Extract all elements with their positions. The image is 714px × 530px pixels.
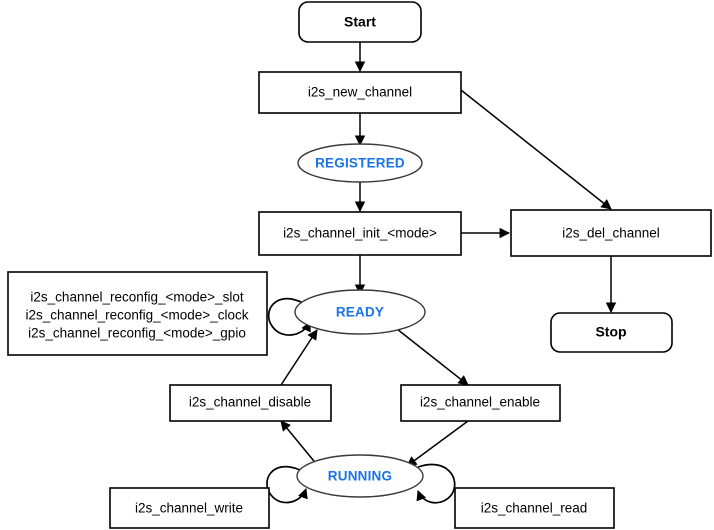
node-channel-init[interactable]: i2s_channel_init_<mode>	[258, 211, 462, 256]
node-stop[interactable]: Stop	[550, 312, 673, 353]
reconfig-line-2: i2s_channel_reconfig_<mode>_clock	[26, 308, 249, 323]
edge-channel-enable-to-running	[406, 420, 469, 467]
reconfig-line-3: i2s_channel_reconfig_<mode>_gpio	[28, 326, 246, 341]
node-channel-disable[interactable]: i2s_channel_disable	[169, 384, 332, 422]
new-channel-label: i2s_new_channel	[308, 85, 412, 100]
node-new-channel[interactable]: i2s_new_channel	[258, 71, 462, 114]
channel-write-shape	[109, 487, 270, 529]
channel-read-label: i2s_channel_read	[481, 501, 588, 516]
node-running[interactable]: RUNNING	[296, 454, 424, 498]
channel-init-label: i2s_channel_init_<mode>	[283, 226, 437, 241]
new-channel-shape	[258, 71, 462, 114]
node-channel-write[interactable]: i2s_channel_write	[109, 487, 270, 529]
registered-shape	[297, 143, 423, 183]
self-loop-running-write	[266, 465, 308, 504]
running-label: RUNNING	[328, 469, 392, 484]
edge-channel-disable-to-ready	[280, 329, 318, 386]
node-del-channel[interactable]: i2s_del_channel	[510, 209, 712, 257]
channel-disable-shape	[169, 384, 332, 422]
channel-enable-shape	[400, 384, 561, 422]
start-shape	[298, 1, 422, 43]
node-channel-enable[interactable]: i2s_channel_enable	[400, 384, 561, 422]
ready-shape	[294, 289, 426, 335]
reconfig-shape	[7, 271, 268, 356]
del-channel-label: i2s_del_channel	[562, 226, 660, 241]
running-shape	[296, 454, 424, 498]
node-start[interactable]: Start	[298, 1, 422, 43]
registered-label: REGISTERED	[315, 156, 405, 171]
channel-write-label: i2s_channel_write	[135, 501, 243, 516]
node-registered[interactable]: REGISTERED	[297, 143, 423, 183]
edge-ready-to-channel-enable	[396, 328, 469, 386]
del-channel-shape	[510, 209, 712, 257]
channel-init-shape	[258, 211, 462, 256]
stop-shape	[550, 312, 673, 353]
start-label: Start	[344, 14, 376, 30]
self-loop-running-read	[416, 463, 456, 504]
node-ready[interactable]: READY	[294, 289, 426, 335]
ready-label: READY	[336, 305, 384, 320]
channel-read-shape	[454, 487, 615, 529]
edge-running-to-channel-disable	[280, 420, 319, 467]
self-loop-ready-reconfig	[267, 297, 311, 336]
stop-label: Stop	[595, 324, 626, 340]
reconfig-line-1: i2s_channel_reconfig_<mode>_slot	[30, 290, 243, 305]
node-reconfig-note[interactable]: i2s_channel_reconfig_<mode>_slot i2s_cha…	[7, 271, 268, 356]
edge-new-channel-to-del-channel	[460, 89, 612, 210]
channel-disable-label: i2s_channel_disable	[189, 395, 311, 410]
node-channel-read[interactable]: i2s_channel_read	[454, 487, 615, 529]
channel-enable-label: i2s_channel_enable	[420, 395, 540, 410]
